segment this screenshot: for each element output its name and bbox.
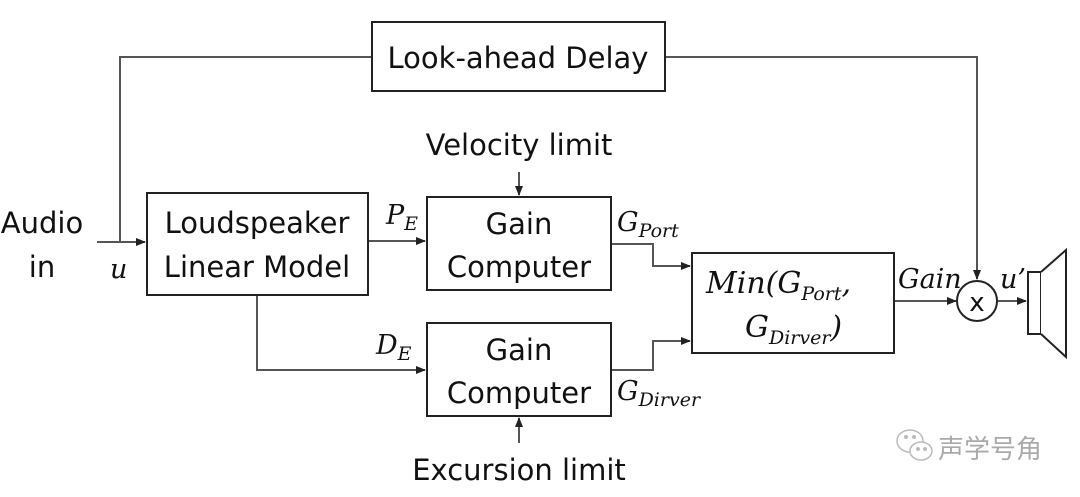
gport-wire xyxy=(611,243,691,270)
gain2-label-line1: Gain xyxy=(486,333,553,367)
wechat-icon xyxy=(896,429,933,461)
gdriver-label: GDirver xyxy=(617,376,702,411)
gport-label: GPort xyxy=(617,207,679,242)
excursion-limit-label: Excursion limit xyxy=(412,453,626,487)
pe-label: PE xyxy=(385,200,418,235)
audio-in-label-line2: in xyxy=(29,250,55,284)
multiplier-label: x xyxy=(969,288,984,318)
multiplier-node: x xyxy=(956,280,998,322)
velocity-limit-label: Velocity limit xyxy=(426,128,613,162)
speaker-icon xyxy=(1027,247,1067,360)
loudspeaker-model-block: Loudspeaker Linear Model xyxy=(146,192,369,296)
de-wire xyxy=(256,295,426,374)
gain-computer-velocity-block: Gain Computer xyxy=(426,196,612,291)
u-prime-label: u’ xyxy=(1000,264,1026,295)
gain1-label-line2: Computer xyxy=(447,250,591,284)
model-label-line1: Loudspeaker xyxy=(165,206,350,240)
gdriver-wire xyxy=(611,337,691,371)
min-block: Min(GPort, GDirver) xyxy=(691,252,895,354)
watermark-text: 声学号角 xyxy=(938,435,1042,465)
min-label-line2: GDirver) xyxy=(745,310,842,349)
model-label-line2: Linear Model xyxy=(164,250,350,284)
watermark: 声学号角 xyxy=(896,429,1042,465)
look-ahead-delay-block: Look-ahead Delay xyxy=(371,21,666,92)
look-ahead-delay-label: Look-ahead Delay xyxy=(388,41,649,75)
gain1-label-line1: Gain xyxy=(486,207,553,241)
u-label: u xyxy=(110,254,127,285)
gain-computer-excursion-block: Gain Computer xyxy=(426,322,612,417)
delay-out-wire xyxy=(665,56,981,280)
de-label: DE xyxy=(375,330,412,365)
min-label-line1: Min(GPort, xyxy=(705,266,851,305)
gain2-label-line2: Computer xyxy=(447,376,591,410)
audio-in-label-line1: Audio xyxy=(1,206,83,240)
gain-label: Gain xyxy=(898,264,962,295)
delay-feed-wire xyxy=(119,56,372,242)
